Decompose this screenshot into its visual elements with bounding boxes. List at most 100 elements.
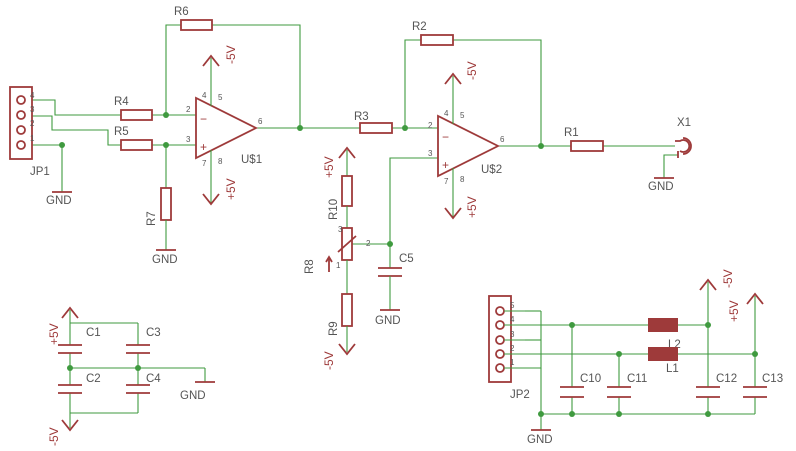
- supply-neg5-filter: -5V: [699, 269, 735, 300]
- connector-x1: X1 GND: [648, 117, 692, 193]
- resistor-r1: R1: [564, 127, 604, 152]
- supply-pos5-decoupling: +5V: [47, 306, 79, 345]
- r7-label: R7: [146, 211, 158, 226]
- gnd-label-r7: GND: [152, 254, 178, 266]
- pos5-label-filter: +5V: [727, 300, 741, 322]
- potentiometer-r8: 3 2 1 R8: [304, 225, 371, 294]
- u2-pin-3: 3: [428, 149, 433, 158]
- u1-pin-7: 7: [202, 159, 207, 168]
- connector-jp1: 4 3 2 1 JP1: [9, 86, 50, 178]
- jp1-pin-1: 1: [30, 134, 35, 143]
- gnd-label-c5: GND: [375, 315, 401, 327]
- l1-label: L1: [666, 363, 679, 375]
- jp2-pin-2: 2: [510, 344, 515, 353]
- r6-label: R6: [174, 6, 189, 18]
- neg5-label-r9: -5V: [322, 351, 336, 370]
- neg5-label-decoup: -5V: [47, 427, 61, 446]
- capacitor-c3: C3: [126, 327, 161, 354]
- gnd-label-jp2: GND: [527, 434, 553, 446]
- junction-dots: [59, 112, 758, 417]
- c2-label: C2: [86, 373, 101, 385]
- gnd-jp1: GND: [46, 191, 72, 207]
- u1-pin-2: 2: [186, 105, 191, 114]
- supply-pos5-filter: +5V: [727, 292, 764, 322]
- resistor-r4: R4: [114, 96, 153, 121]
- connector-jp2: 5 4 3 2 1 JP2: [488, 295, 530, 401]
- neg5-label-u2: -5V: [465, 61, 479, 80]
- resistor-r9: R9 -5V: [322, 293, 356, 370]
- supply-neg5-decoupling: -5V: [47, 413, 79, 446]
- resistor-r7: GND R7: [146, 187, 178, 266]
- pos5-label-u2: +5V: [465, 196, 479, 218]
- jp1-pin-4: 4: [30, 91, 35, 100]
- r8-pin-1: 1: [336, 261, 341, 270]
- gnd-label-decoup: GND: [180, 390, 206, 402]
- neg5-label-u1: -5V: [224, 45, 238, 64]
- u2-label: U$2: [481, 164, 502, 176]
- r4-label: R4: [114, 96, 129, 108]
- jp1-pin-2: 2: [30, 119, 35, 128]
- c12-label: C12: [716, 373, 737, 385]
- r5-label: R5: [114, 126, 129, 138]
- pos5-label-decoup: +5V: [47, 323, 61, 345]
- gnd-label-jp1: GND: [46, 195, 72, 207]
- gnd-jp2: GND: [527, 429, 553, 446]
- capacitor-c10: C10: [560, 373, 601, 398]
- jp2-pin-5: 5: [510, 301, 515, 310]
- opamp-u2: − + -5V +5V 4 5 2 3 6 7 8 U$2: [428, 61, 505, 220]
- c5-label: C5: [399, 253, 414, 265]
- capacitor-c5: C5 GND: [375, 253, 414, 327]
- resistor-r10: +5V R10: [322, 146, 356, 228]
- jp2-pin-1: 1: [510, 358, 515, 367]
- u2-pin-2: 2: [428, 121, 433, 130]
- u1-minus-sign: −: [200, 112, 207, 126]
- c11-label: C11: [627, 373, 647, 385]
- resistor-r5: R5: [114, 126, 153, 151]
- jp1-pin-3: 3: [30, 105, 35, 114]
- r3-label: R3: [354, 111, 369, 123]
- r8-label: R8: [304, 259, 316, 274]
- r8-pin-3: 3: [338, 225, 343, 234]
- pos5-label-r10: +5V: [322, 156, 336, 178]
- capacitor-c12: C12: [696, 373, 737, 398]
- c4-label: C4: [146, 373, 161, 385]
- capacitor-c1: C1: [58, 327, 101, 354]
- resistor-r3: R3: [354, 111, 393, 134]
- gnd-label-x1: GND: [648, 181, 674, 193]
- r2-label: R2: [412, 21, 427, 33]
- u1-pin-8: 8: [218, 157, 223, 166]
- c1-label: C1: [86, 327, 101, 339]
- u1-label: U$1: [241, 154, 262, 166]
- pos5-label-u1: +5V: [224, 178, 238, 200]
- r1-label: R1: [564, 127, 579, 139]
- u1-plus-sign: +: [200, 140, 207, 154]
- x1-label: X1: [677, 117, 691, 129]
- u1-pin-6: 6: [258, 117, 263, 126]
- jp2-label: JP2: [510, 389, 530, 401]
- jp1-label: JP1: [30, 166, 50, 178]
- gnd-decoupling: GND: [180, 381, 215, 402]
- u2-pin-4: 4: [444, 109, 449, 118]
- resistor-r6: R6: [174, 6, 213, 31]
- capacitor-c4: C4: [126, 373, 161, 394]
- capacitor-c11: C11: [607, 373, 647, 398]
- u1-pin-3: 3: [186, 135, 191, 144]
- r8-pin-2: 2: [366, 239, 371, 248]
- inductor-l2: L2: [648, 318, 681, 351]
- opamp-u1: − + -5V +5V 4 5 2 3 6 7 8 U$1: [186, 45, 263, 206]
- jp2-pin-3: 3: [510, 330, 515, 339]
- c3-label: C3: [146, 327, 161, 339]
- capacitor-c2: C2: [58, 373, 101, 394]
- neg5-label-filter: -5V: [721, 269, 735, 288]
- jp2-pin-4: 4: [510, 315, 515, 324]
- u2-minus-sign: −: [442, 130, 449, 144]
- r9-label: R9: [328, 321, 340, 336]
- resistor-r2: R2: [412, 21, 454, 46]
- c13-label: C13: [762, 373, 783, 385]
- u2-plus-sign: +: [442, 158, 449, 172]
- u1-pin-5: 5: [218, 93, 223, 102]
- inductor-l1: L1: [648, 347, 679, 375]
- u2-pin-7: 7: [444, 177, 449, 186]
- u2-pin-8: 8: [460, 175, 465, 184]
